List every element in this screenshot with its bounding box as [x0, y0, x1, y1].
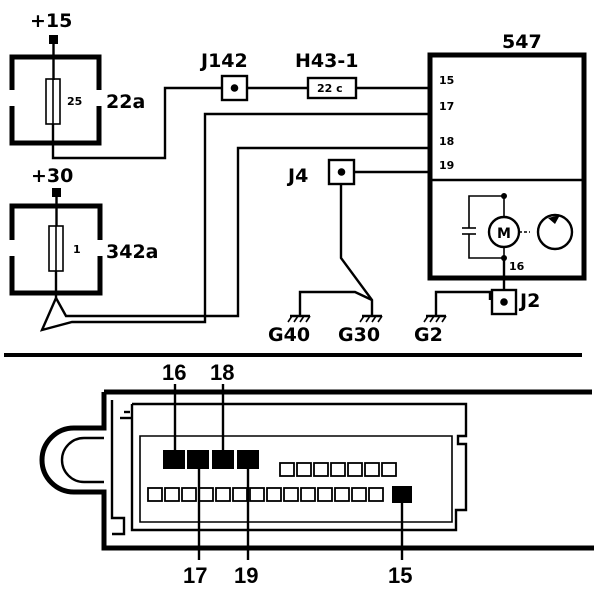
pin-callout-15: 15	[388, 563, 412, 588]
fuse-342a-rating: 1	[73, 243, 81, 256]
fuse-22a-rating: 25	[67, 95, 82, 108]
pin-callout-19: 19	[234, 563, 258, 588]
pin-callout-18: 18	[210, 360, 234, 385]
supply-plus15-label: +15	[30, 10, 72, 32]
connector-h43	[306, 76, 358, 100]
fuse-box-22a	[8, 54, 103, 146]
connector-j142	[220, 74, 249, 102]
pin-callout-16: 16	[162, 360, 186, 385]
connector-h43-value: 22 c	[317, 82, 343, 95]
cavity-row-lower	[147, 486, 412, 503]
connector-j4	[327, 158, 356, 186]
ground-g2-label: G2	[414, 324, 443, 346]
fuse-22a-label: 22a	[106, 91, 145, 113]
connector-j142-label: J142	[199, 50, 248, 72]
fuse-342a-label: 342a	[106, 241, 158, 263]
connector-housing	[39, 389, 594, 551]
ground-g40-label: G40	[268, 324, 310, 346]
ground-g2-symbol	[423, 314, 447, 323]
cavity-row-upper	[163, 450, 397, 477]
motor-circuit	[462, 193, 574, 261]
connector-j4-label: J4	[286, 165, 308, 187]
ecu-pin-15: 15	[439, 74, 454, 87]
ground-g30-symbol	[359, 314, 383, 323]
ecu-pin-19: 19	[439, 159, 454, 172]
motor-pin-16: 16	[509, 260, 525, 273]
ecu-547-box	[427, 52, 587, 281]
supply-plus15-terminal	[49, 35, 58, 44]
supply-plus30-label: +30	[31, 165, 73, 187]
ecu-pin-18: 18	[439, 135, 454, 148]
motor-symbol: M	[497, 226, 511, 242]
connector-j2	[490, 288, 518, 316]
ground-g40-symbol	[287, 314, 311, 323]
ecu-547-label: 547	[502, 31, 542, 53]
supply-plus30-terminal	[52, 188, 61, 197]
ecu-pin-17: 17	[439, 100, 454, 113]
pin-callout-17: 17	[183, 563, 207, 588]
ground-g30-label: G30	[338, 324, 380, 346]
pin-leader-lines	[173, 384, 404, 560]
connector-j2-label: J2	[518, 290, 540, 312]
connector-h43-label: H43-1	[295, 50, 358, 72]
